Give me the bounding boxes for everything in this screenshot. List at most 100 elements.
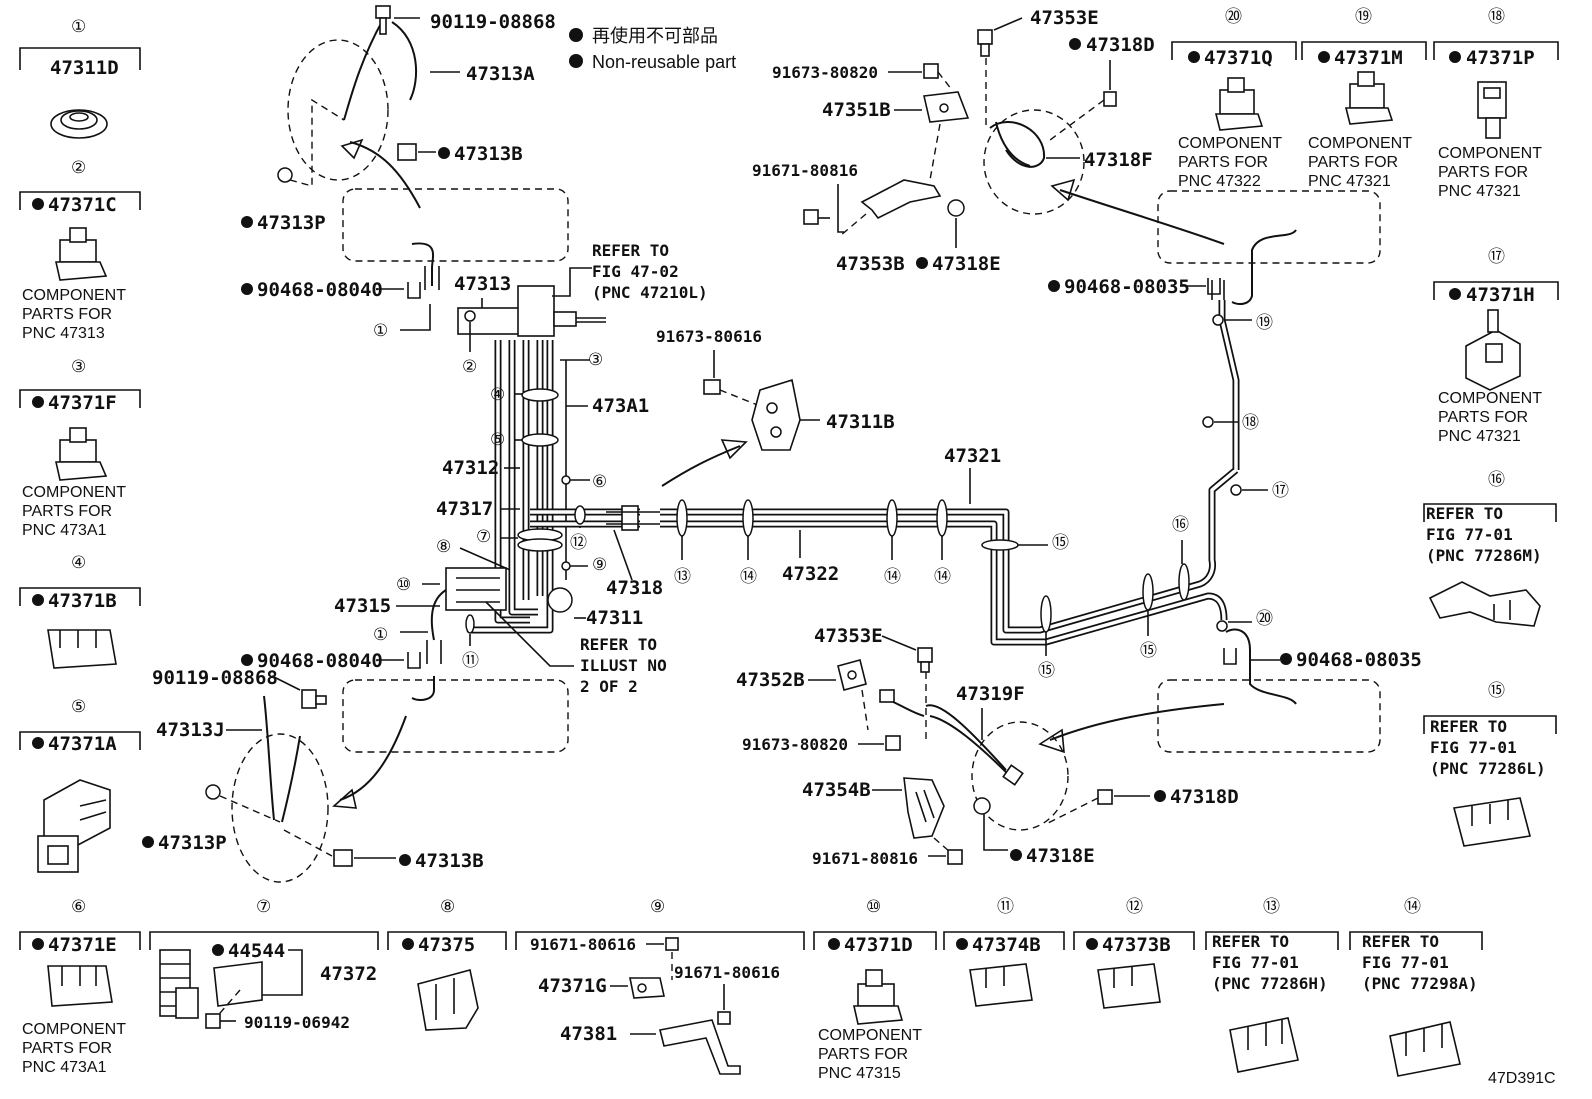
item-number: ⑫	[1126, 897, 1143, 916]
grommet-icon	[50, 109, 108, 139]
note-line: COMPONENT	[22, 287, 126, 304]
item-number: ⑤	[71, 697, 86, 716]
part-number: 90468-08040	[257, 279, 383, 301]
part-number: 47371Q	[1204, 47, 1273, 69]
pipe-clip-icon	[969, 963, 1033, 1007]
item-number: ⑩	[866, 897, 881, 916]
part-number: 47313P	[257, 212, 326, 234]
part-number: 47371G	[538, 975, 607, 997]
pipe-clip-icon	[1097, 963, 1161, 1009]
part-number: 47313A	[466, 63, 535, 85]
item-number: ⑰	[1488, 247, 1505, 266]
part-number: 47311B	[826, 411, 895, 433]
note-line: (PNC 77298A)	[1362, 974, 1478, 993]
callout-17: ⑰	[1272, 481, 1289, 500]
item-number: ⑭	[1404, 897, 1421, 916]
item-number: ⑯	[1488, 470, 1505, 489]
bolt-icon	[977, 29, 993, 57]
note-line: COMPONENT	[1178, 135, 1282, 152]
note-line: PARTS FOR	[22, 503, 112, 520]
part-number: 47351B	[822, 99, 891, 121]
note-line: REFER TO	[1426, 504, 1503, 523]
part-number: 90468-08035	[1064, 276, 1190, 298]
part-number: 91671-80616	[674, 963, 780, 982]
part-number: 47313B	[415, 850, 484, 872]
note-line: FIG 47-02	[592, 262, 679, 281]
callout-16: ⑯	[1172, 515, 1189, 534]
part-number: 90119-08868	[152, 667, 278, 689]
callout-9: ⑨	[592, 555, 607, 574]
legend-jp: 再使用不可部品	[592, 26, 718, 46]
part-number: 47371B	[48, 590, 117, 612]
part-number: 91673-80820	[742, 735, 848, 754]
rear-left-brake-hose: 47353E 47352B 47319F 91673-80820 47354B …	[736, 625, 1239, 868]
wheel-outline	[1157, 190, 1381, 264]
note-line: PNC 473A1	[22, 1059, 107, 1076]
note-line: PNC 473A1	[22, 522, 107, 539]
bolt-icon	[923, 63, 939, 79]
part-number: 47312	[442, 457, 499, 479]
part-number: 90119-08868	[430, 11, 556, 33]
pipe-clip-icon	[417, 969, 479, 1031]
part-number: 44544	[228, 940, 285, 962]
bolt-icon	[803, 209, 830, 225]
callout-12: ⑫	[570, 533, 587, 552]
bolt-icon	[947, 849, 963, 865]
note-line: FIG 77-01	[1362, 953, 1449, 972]
part-number: 47317	[436, 498, 493, 520]
clamp-icon	[1344, 71, 1394, 125]
legend: 再使用不可部品 Non-reusable part	[569, 26, 736, 72]
note-line: FIG 77-01	[1212, 953, 1299, 972]
note-line: PARTS FOR	[22, 306, 112, 323]
part-number: 47313B	[454, 143, 523, 165]
part-number: 47313P	[158, 832, 227, 854]
washer-icon	[973, 797, 991, 815]
note-line: FIG 77-01	[1430, 738, 1517, 757]
note-line: (PNC 77286M)	[1426, 546, 1542, 565]
part-number: 47311	[586, 607, 643, 629]
pipe-clip-icon	[47, 629, 117, 669]
bolt-icon	[397, 143, 417, 161]
item-number: ③	[71, 357, 86, 376]
callout-20: ⑳	[1256, 609, 1273, 628]
bracket-clip-icon	[37, 779, 111, 873]
part-number: 47371H	[1466, 284, 1535, 306]
item-number: ①	[71, 17, 86, 36]
callout-15: ⑮	[1052, 533, 1069, 552]
callout-10: ⑩	[396, 575, 411, 594]
callout-14: ⑭	[884, 567, 901, 586]
callout-18: ⑱	[1242, 413, 1259, 432]
callout-1: ①	[373, 321, 388, 340]
non-reusable-dot-icon	[569, 28, 583, 42]
item-number: ⑬	[1263, 897, 1280, 916]
note-line: PNC 47315	[818, 1065, 901, 1082]
note-line: PNC 47321	[1308, 173, 1391, 190]
clamp-icon	[55, 427, 108, 481]
part-number: 47373B	[1102, 934, 1171, 956]
callout-6: ⑥	[592, 472, 607, 491]
note-line: PARTS FOR	[1438, 409, 1528, 426]
note-line: PNC 47321	[1438, 428, 1521, 445]
bottom-row-parts: ⑥ 47371E COMPONENT PARTS FOR PNC 473A1 ⑦…	[19, 897, 1483, 1082]
part-number: 91671-80616	[530, 935, 636, 954]
item-number: ⑮	[1488, 681, 1505, 700]
note-line: REFER TO	[592, 241, 669, 260]
note-line: COMPONENT	[22, 1021, 126, 1038]
bolt-icon	[885, 735, 901, 751]
part-number: 47318D	[1086, 34, 1155, 56]
note-line: PARTS FOR	[1438, 164, 1528, 181]
part-number: 91671-80816	[752, 161, 858, 180]
right-column-parts: ⑳ 47371Q COMPONENT PARTS FOR PNC 47322 ⑲…	[1171, 7, 1559, 847]
left-column-parts: ① 47311D ② 47371C COMPONENT PARTS FOR PN…	[19, 17, 141, 873]
callout-13: ⑬	[674, 567, 691, 586]
item-number: ⑳	[1225, 7, 1242, 26]
bolt-icon	[1097, 789, 1113, 805]
item-number: ⑧	[440, 897, 455, 916]
bolt-icon	[333, 849, 353, 867]
callout-15: ⑮	[1038, 661, 1055, 680]
bolt-icon	[375, 5, 391, 35]
note-line: COMPONENT	[818, 1027, 922, 1044]
bracket-icon	[213, 961, 263, 1021]
part-number: 47371A	[48, 733, 117, 755]
